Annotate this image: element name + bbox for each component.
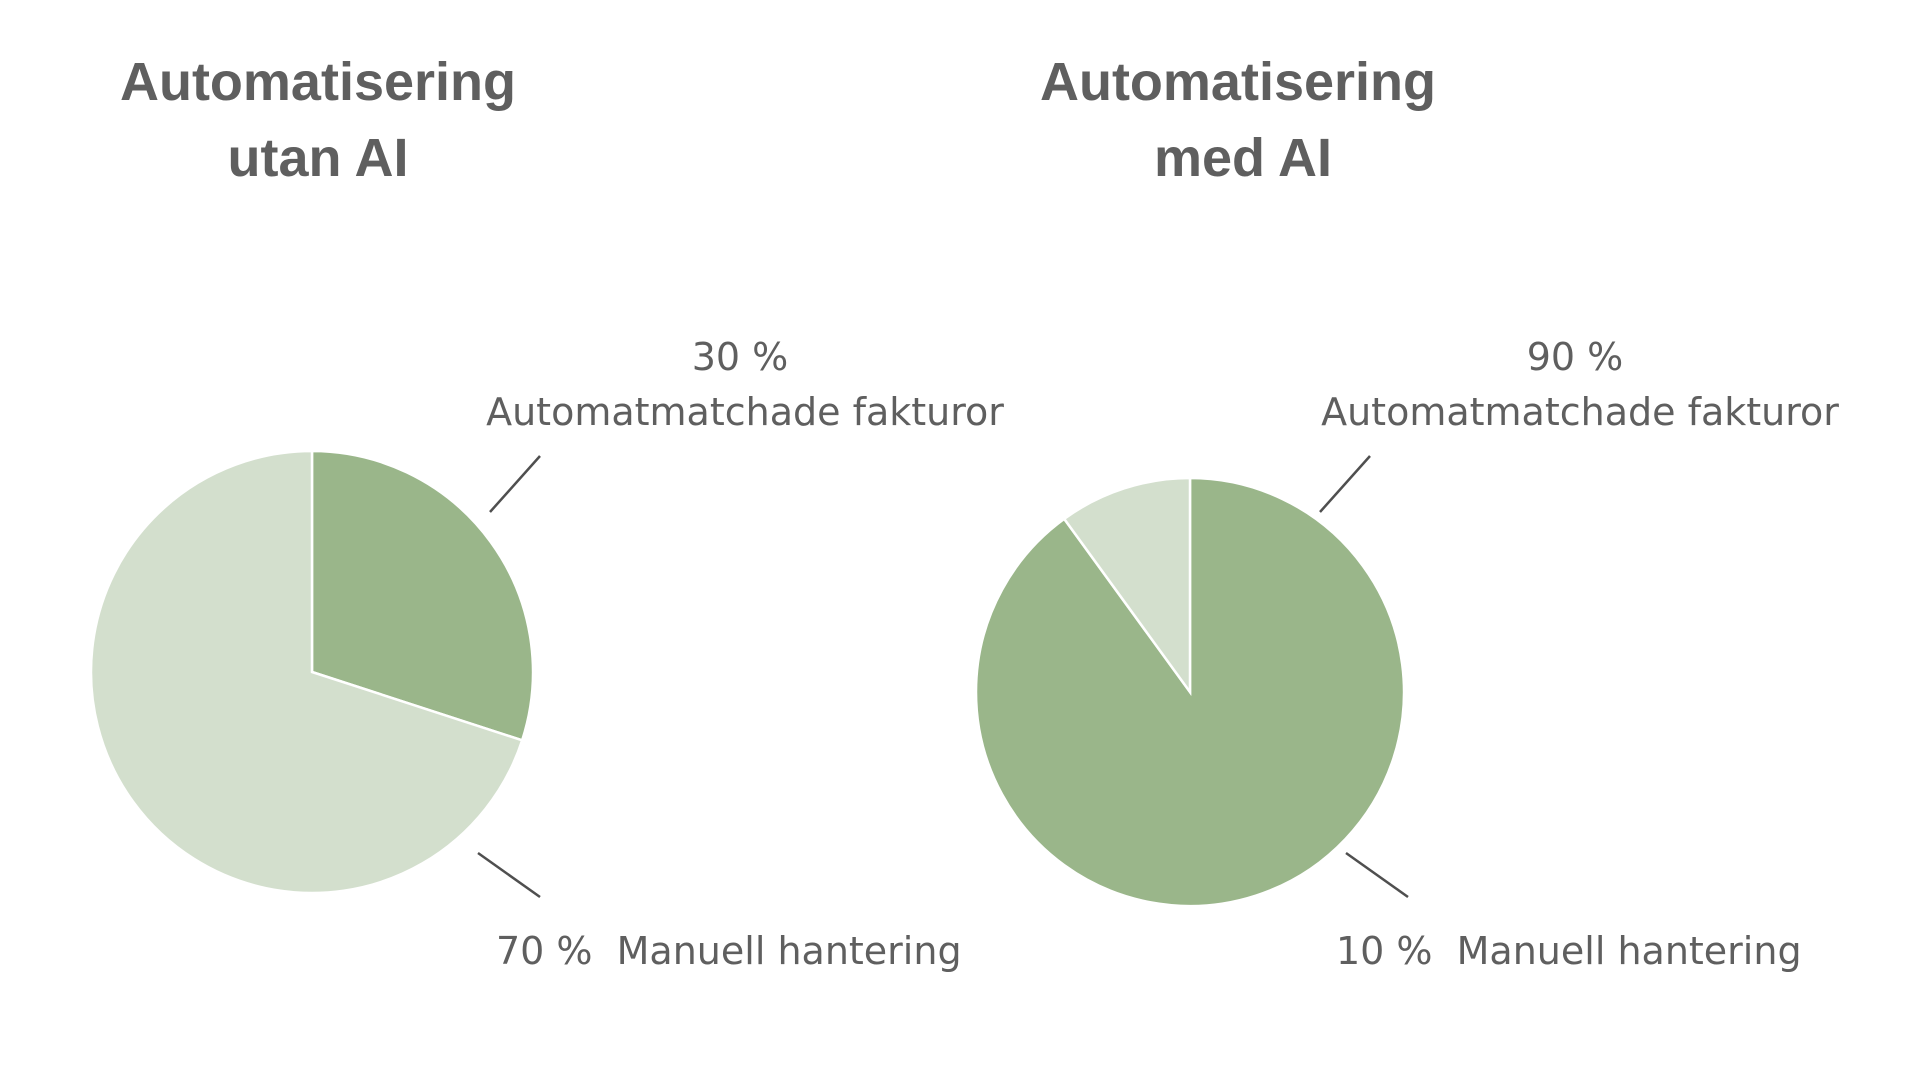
slice-label-automatched: Automatmatchade fakturor — [486, 390, 1004, 434]
pie-chart-without-ai: Automatisering utan AI 30 % Automatmatch… — [89, 52, 1004, 973]
slice-percent-automatched: 90 % — [1527, 335, 1624, 379]
chart-title-line-2: utan AI — [228, 128, 409, 188]
chart-title-line-2: med AI — [1154, 128, 1332, 188]
pie-slice-automatched — [310, 449, 535, 742]
pie-slice-manual — [89, 449, 524, 895]
slice-percent-manual: 70 % — [496, 929, 593, 973]
slice-label-manual: 70 % Manuell hantering — [496, 929, 962, 973]
leader-line-automatched — [1319, 455, 1371, 513]
leader-line-manual — [477, 851, 541, 899]
slice-percent-automatched: 30 % — [692, 335, 789, 379]
slice-label-automatched: Automatmatchade fakturor — [1321, 390, 1839, 434]
pie-chart-with-ai: Automatisering med AI 90 % Automatmatcha… — [974, 52, 1839, 973]
slice-label-manual: 10 % Manuell hantering — [1336, 929, 1802, 973]
pie-0-slices — [89, 449, 535, 895]
slice-name-manual: Manuell hantering — [617, 929, 962, 973]
chart-title-line-1: Automatisering — [1040, 52, 1436, 112]
pie-slice-manual — [1062, 476, 1192, 696]
slice-name-manual: Manuell hantering — [1457, 929, 1802, 973]
leader-line-automatched — [489, 455, 541, 513]
pie-1-slices — [974, 476, 1406, 908]
slice-percent-manual: 10 % — [1336, 929, 1433, 973]
leader-line-manual — [1345, 851, 1409, 899]
chart-title-line-1: Automatisering — [120, 52, 516, 112]
